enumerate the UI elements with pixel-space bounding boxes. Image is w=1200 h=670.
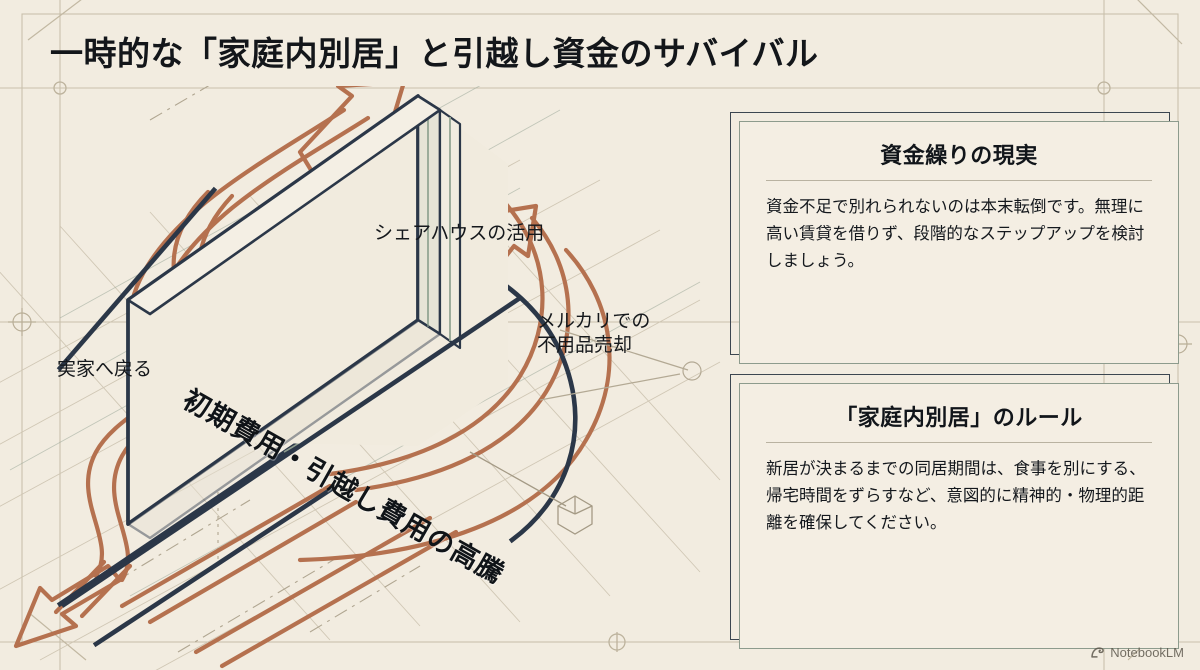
info-card-rules: 「家庭内別居」のルール 新居が決まるまでの同居期間は、食事を別にする、帰宅時間を… bbox=[730, 374, 1179, 649]
label-mercari-line1: メルカリでの bbox=[537, 311, 651, 332]
label-parents-home: 実家へ戻る bbox=[57, 359, 153, 380]
card-body-text: 資金不足で別れられないのは本末転倒です。無理に高い賃貸を借りず、段階的なステップ… bbox=[766, 198, 1145, 271]
label-mercari-line2: 不用品売却 bbox=[537, 335, 633, 357]
info-card-funding: 資金繰りの現実 資金不足で別れられないのは本末転倒です。無理に高い賃貸を借りず、… bbox=[730, 112, 1179, 364]
card-divider bbox=[766, 442, 1152, 443]
card-title: 資金繰りの現実 bbox=[880, 143, 1038, 168]
card-title: 「家庭内別居」のルール bbox=[835, 405, 1083, 430]
card-body-text: 新居が決まるまでの同居期間は、食事を別にする、帰宅時間をずらすなど、意図的に精神… bbox=[766, 460, 1146, 533]
watermark-label: NotebookLM bbox=[1110, 645, 1184, 660]
label-mercari: メルカリでの 不用品売却 bbox=[537, 310, 650, 359]
title-band: 一時的な「家庭内別居」と引越し資金のサバイバル bbox=[0, 18, 1200, 84]
card-inner-panel: 「家庭内別居」のルール 新居が決まるまでの同居期間は、食事を別にする、帰宅時間を… bbox=[739, 383, 1179, 649]
card-divider bbox=[766, 180, 1152, 181]
notebooklm-logo-icon bbox=[1090, 645, 1105, 660]
card-inner-panel: 資金繰りの現実 資金不足で別れられないのは本末転倒です。無理に高い賃貸を借りず、… bbox=[739, 121, 1179, 364]
page-title: 一時的な「家庭内別居」と引越し資金のサバイバル bbox=[50, 35, 819, 72]
notebooklm-watermark: NotebookLM bbox=[1090, 645, 1184, 660]
illustration-labels: シェアハウスの活用 メルカリでの 不用品売却 実家へ戻る 初期費用・引越し費用の… bbox=[0, 86, 722, 670]
label-share-house: シェアハウスの活用 bbox=[374, 223, 545, 244]
slab-cost-label: 初期費用・引越し費用の高騰 bbox=[177, 384, 510, 590]
